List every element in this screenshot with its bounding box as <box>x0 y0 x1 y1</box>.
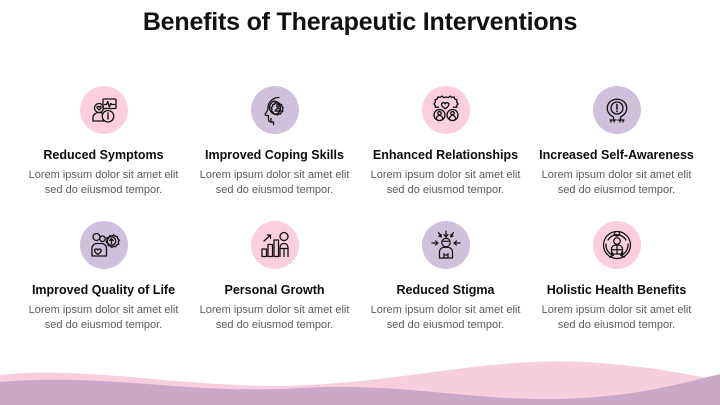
person-inward-arrows-icon <box>430 230 461 259</box>
person-circular-arrows-icon <box>602 230 631 260</box>
benefit-title: Personal Growth <box>224 283 325 297</box>
benefit-title: Enhanced Relationships <box>372 148 519 162</box>
benefit-description: Lorem ipsum dolor sit amet elit sed do e… <box>199 304 350 331</box>
icon-badge <box>592 86 641 134</box>
icon-badge <box>421 221 470 269</box>
benefit-description: Lorem ipsum dolor sit amet elit sed do e… <box>541 169 692 196</box>
bottom-wave-decoration <box>0 357 720 405</box>
wave-mauve-shape <box>0 374 720 405</box>
benefit-card[interactable]: Improved Coping Skills Lorem ipsum dolor… <box>189 86 360 197</box>
benefit-card[interactable]: Reduced Stigma Lorem ipsum dolor sit ame… <box>360 221 531 332</box>
benefit-description: Lorem ipsum dolor sit amet elit sed do e… <box>541 304 692 331</box>
benefit-card[interactable]: Holistic Health Benefits Lorem ipsum dol… <box>531 221 702 332</box>
benefit-card[interactable]: Reduced Symptoms Lorem ipsum dolor sit a… <box>18 86 189 197</box>
benefit-title: Improved Quality of Life <box>31 283 176 297</box>
benefit-description: Lorem ipsum dolor sit amet elit sed do e… <box>28 304 179 331</box>
benefit-title: Reduced Stigma <box>396 283 495 297</box>
benefit-description: Lorem ipsum dolor sit amet elit sed do e… <box>370 169 521 196</box>
benefit-description: Lorem ipsum dolor sit amet elit sed do e… <box>370 304 521 331</box>
page-title: Benefits of Therapeutic Interventions <box>142 8 578 36</box>
benefit-description: Lorem ipsum dolor sit amet elit sed do e… <box>28 169 179 196</box>
icon-badge <box>79 86 128 134</box>
benefit-title: Reduced Symptoms <box>43 148 164 162</box>
person-heart-gear-arrow-icon <box>90 232 120 257</box>
icon-badge <box>79 221 128 269</box>
icon-badge <box>421 86 470 134</box>
benefit-title: Holistic Health Benefits <box>546 283 687 297</box>
benefit-description: Lorem ipsum dolor sit amet elit sed do e… <box>199 169 350 196</box>
icon-badge <box>250 86 299 134</box>
icon-badge <box>592 221 641 269</box>
two-heads-exclamation-icon <box>606 98 627 123</box>
benefit-title: Increased Self-Awareness <box>539 148 694 162</box>
two-people-heart-gear-icon <box>432 95 459 122</box>
benefit-card[interactable]: Increased Self-Awareness Lorem ipsum dol… <box>531 86 702 197</box>
person-heart-monitor-icon <box>91 98 117 123</box>
wave-pink-shape <box>0 361 720 405</box>
benefit-card[interactable]: Enhanced Relationships Lorem ipsum dolor… <box>360 86 531 197</box>
benefit-card[interactable]: Improved Quality of Life Lorem ipsum dol… <box>18 221 189 332</box>
benefit-card[interactable]: Personal Growth Lorem ipsum dolor sit am… <box>189 221 360 332</box>
icon-badge <box>250 221 299 269</box>
bar-chart-person-growth-icon <box>260 231 289 258</box>
benefits-grid: Reduced Symptoms Lorem ipsum dolor sit a… <box>18 86 702 332</box>
head-gear-person-icon <box>264 96 284 126</box>
benefit-title: Improved Coping Skills <box>205 148 344 162</box>
